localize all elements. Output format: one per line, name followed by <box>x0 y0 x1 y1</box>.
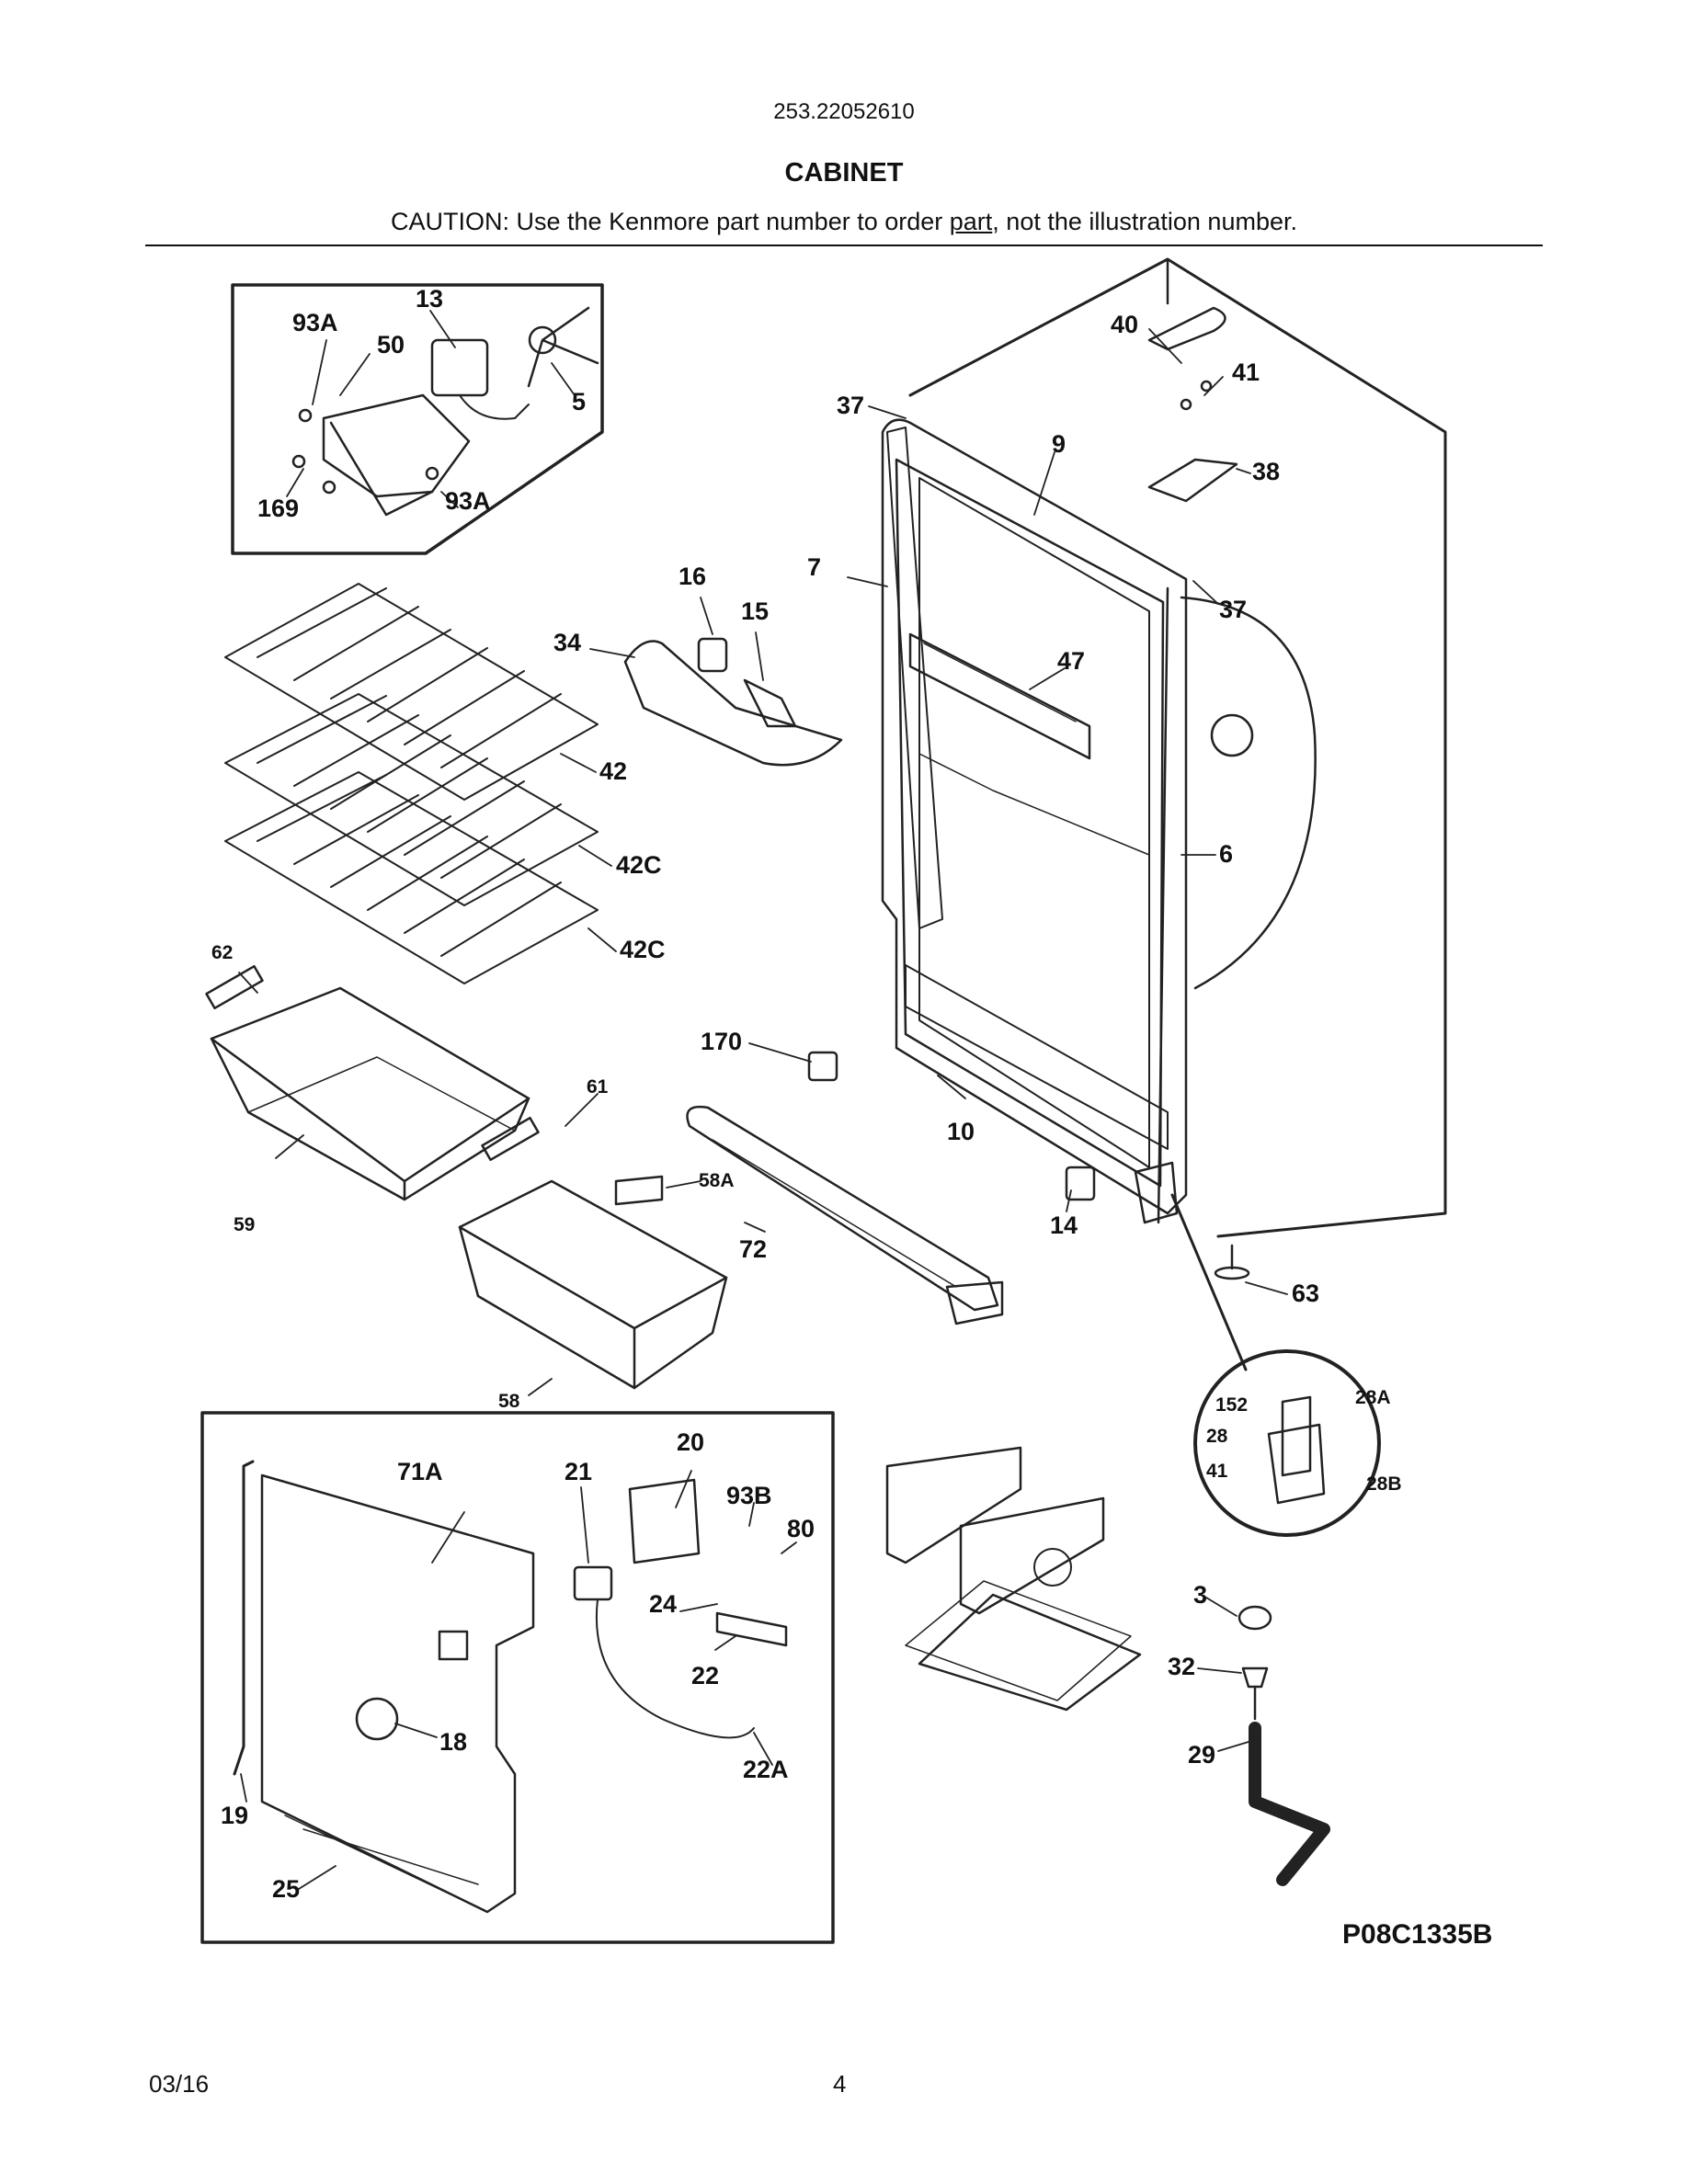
callout-47: 47 <box>1057 647 1086 675</box>
leader-lines <box>238 310 1288 1890</box>
callout-15: 15 <box>741 597 770 625</box>
callout-22a: 22A <box>743 1756 789 1783</box>
callout-72: 72 <box>739 1235 768 1263</box>
caution-note: CAUTION: Use the Kenmore part number to … <box>0 208 1688 236</box>
hinge-leader <box>1170 1193 1248 1371</box>
callout-42: 42 <box>599 757 628 785</box>
callout-41-hinge: 41 <box>1206 1461 1228 1482</box>
wire-shelves <box>224 583 599 984</box>
callout-22: 22 <box>691 1662 720 1689</box>
callout-152: 152 <box>1215 1394 1249 1416</box>
callout-5: 5 <box>572 388 587 415</box>
callout-71a: 71A <box>397 1458 443 1485</box>
callout-93b: 93B <box>726 1482 772 1509</box>
evaporator-inset <box>200 1411 835 1944</box>
callout-10: 10 <box>947 1118 975 1145</box>
callout-29: 29 <box>1188 1741 1216 1769</box>
door-frame <box>881 418 1188 1215</box>
callout-28: 28 <box>1206 1426 1228 1447</box>
fan-motor-inset <box>231 283 604 555</box>
callout-63: 63 <box>1292 1280 1320 1307</box>
callout-62: 62 <box>211 942 234 963</box>
leveling-leg <box>1214 1244 1250 1280</box>
caution-text-end: , not the illustration number. <box>992 208 1297 235</box>
rocker-switch <box>1065 1166 1096 1201</box>
light-housing <box>623 637 843 767</box>
header-rule <box>145 245 1543 246</box>
revision-date: 03/16 <box>149 2070 210 2098</box>
section-title: CABINET <box>784 158 904 188</box>
callout-16: 16 <box>679 563 707 590</box>
callout-18: 18 <box>439 1728 468 1756</box>
kick-plate <box>686 1105 1004 1325</box>
callout-58: 58 <box>498 1391 520 1412</box>
callout-80: 80 <box>787 1515 815 1542</box>
caution-text: CAUTION: Use the Kenmore part number to … <box>391 208 950 235</box>
hinge-detail <box>1193 1349 1381 1537</box>
callout-25: 25 <box>272 1875 301 1903</box>
callout-59: 59 <box>234 1214 256 1235</box>
callout-13: 13 <box>416 285 444 313</box>
callout-37-top: 37 <box>837 392 865 419</box>
callout-28a: 28A <box>1355 1387 1391 1408</box>
callout-28b: 28B <box>1366 1473 1402 1495</box>
callout-58a: 58A <box>699 1170 735 1191</box>
door-shelf <box>908 632 1091 760</box>
drain-parts <box>1237 1605 1330 1886</box>
callout-9: 9 <box>1052 430 1066 458</box>
callout-21: 21 <box>565 1458 593 1485</box>
heater-assembly <box>885 1446 1142 1712</box>
callout-50: 50 <box>377 331 405 358</box>
callout-42c-lower: 42C <box>620 936 666 963</box>
large-basket <box>205 964 540 1201</box>
callout-32: 32 <box>1168 1653 1196 1680</box>
callout-24: 24 <box>649 1590 678 1618</box>
callout-61: 61 <box>587 1076 609 1098</box>
callout-93a-top: 93A <box>292 309 338 336</box>
callout-19: 19 <box>221 1802 249 1829</box>
callout-40: 40 <box>1111 311 1139 338</box>
callout-14: 14 <box>1050 1211 1078 1239</box>
drawing-number: P08C1335B <box>1342 1919 1493 1950</box>
callout-34: 34 <box>553 629 582 656</box>
callout-169: 169 <box>257 495 300 522</box>
callout-7: 7 <box>807 553 822 581</box>
callout-20: 20 <box>677 1428 705 1456</box>
callout-42c-upper: 42C <box>616 851 662 879</box>
cabinet-body <box>908 257 1447 1238</box>
callout-38: 38 <box>1252 458 1281 485</box>
small-basket <box>458 1175 728 1390</box>
model-number: 253.22052610 <box>773 99 915 124</box>
callout-93a-bottom: 93A <box>445 487 491 515</box>
callout-6: 6 <box>1219 840 1234 868</box>
callout-37-right: 37 <box>1219 596 1248 623</box>
lower-hinge <box>1134 1161 1179 1224</box>
callout-41: 41 <box>1232 358 1260 386</box>
switch-block <box>807 1051 838 1082</box>
callout-170: 170 <box>701 1028 743 1055</box>
top-hinge <box>1147 306 1238 503</box>
page-number: 4 <box>833 2070 847 2098</box>
callout-3: 3 <box>1193 1581 1208 1609</box>
caution-part-link[interactable]: part <box>949 208 993 235</box>
